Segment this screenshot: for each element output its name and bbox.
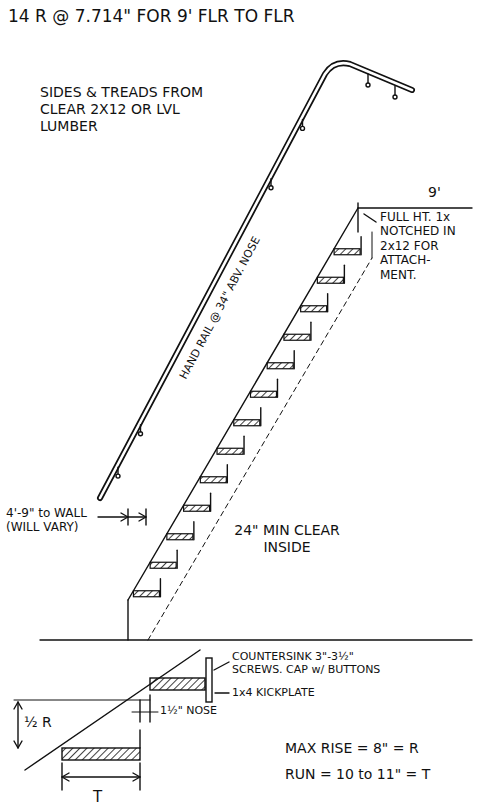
wall-dimension: 4'-9" to WALL (WILL VARY) xyxy=(6,506,94,535)
screw-note: COUNTERSINK 3"-3½" SCREWS. CAP w/ BUTTON… xyxy=(232,650,407,676)
max-rise-note: MAX RISE = 8" = R xyxy=(285,740,419,757)
handrail-note: HAND RAIL @ 34" ABV. NOSE xyxy=(176,233,264,384)
nose-dimension: 1½" NOSE xyxy=(160,704,217,717)
material-note: SIDES & TREADS FROM CLEAR 2X12 OR LVL LU… xyxy=(40,84,230,134)
attachment-note: FULL HT. 1x NOTCHED IN 2x12 FOR ATTACH- … xyxy=(380,210,470,282)
run-dimension: T xyxy=(93,788,102,806)
kickplate-label: 1x4 KICKPLATE xyxy=(232,686,315,699)
drawing-title: 14 R @ 7.714" FOR 9' FLR TO FLR xyxy=(8,6,295,26)
clearance-note: 24" MIN CLEAR INSIDE xyxy=(232,522,342,556)
run-note: RUN = 10 to 11" = T xyxy=(285,766,430,783)
height-dimension: 9' xyxy=(428,184,441,201)
rise-dimension: ½ R xyxy=(24,714,52,731)
